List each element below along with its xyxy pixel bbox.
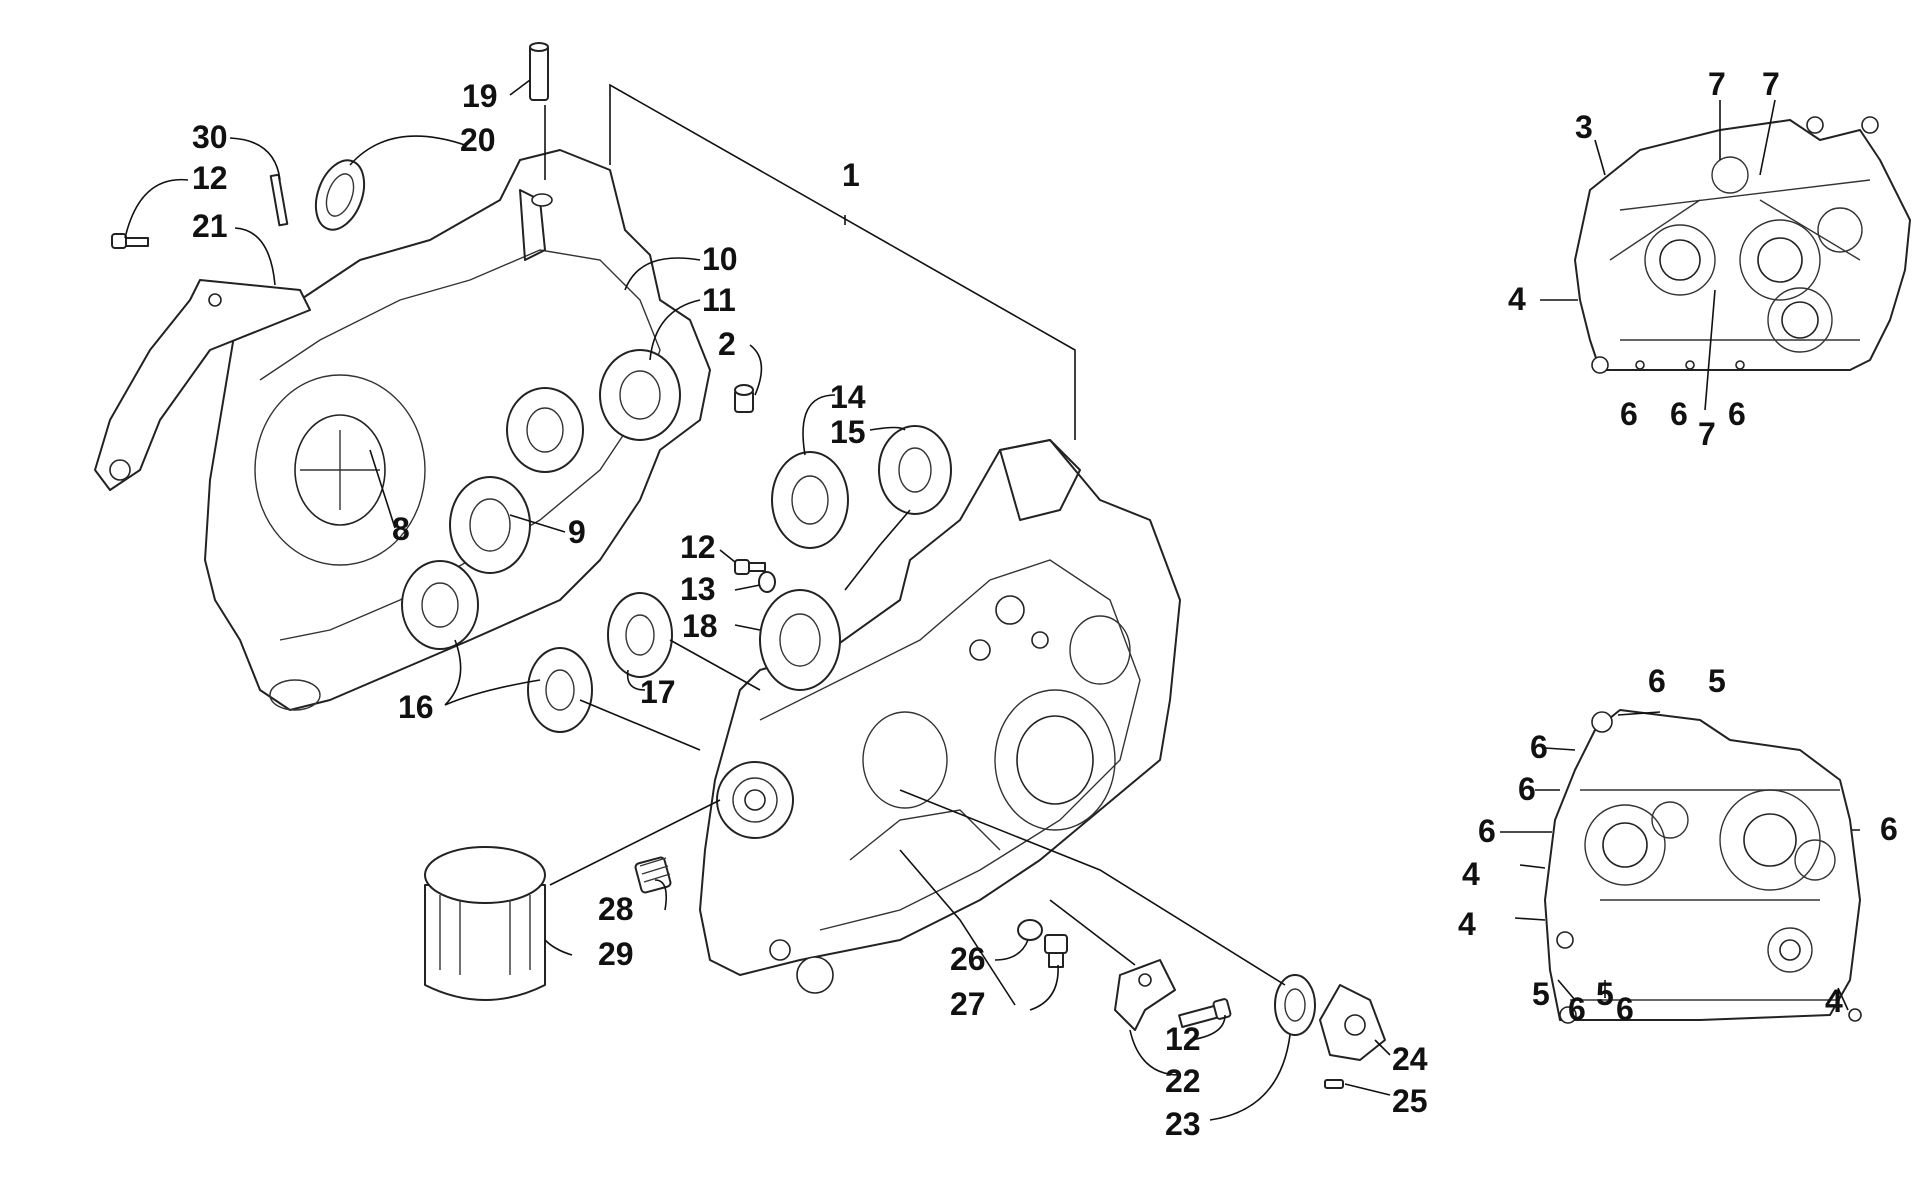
callout-29: 29 <box>598 936 634 972</box>
inset-top-callouts: 3 7 7 4 6 6 7 6 <box>1508 66 1780 452</box>
left-crankcase-half <box>204 149 711 711</box>
oil-filter <box>424 846 546 1001</box>
oil-seal-lower <box>1274 974 1316 1036</box>
callout-18: 18 <box>682 608 718 644</box>
filter-fitting <box>634 856 672 894</box>
callout-11: 11 <box>702 282 736 318</box>
callout-14: 14 <box>830 379 866 415</box>
callout-2: 2 <box>718 326 736 362</box>
stud <box>269 173 289 227</box>
inset-top-callout-3: 3 <box>1575 109 1593 145</box>
inset-bottom-callout-6-b1: 6 <box>1568 991 1586 1027</box>
inset-bottom-case-view <box>1544 709 1862 1024</box>
inset-bottom-callouts: 6 5 6 6 6 6 4 4 5 6 5 6 4 <box>1458 663 1898 1027</box>
right-crankcase-half <box>699 439 1181 994</box>
callout-12-top: 12 <box>192 160 228 196</box>
callout-23: 23 <box>1165 1106 1201 1142</box>
bolt-12-mid <box>734 559 766 575</box>
callout-12-bottom: 12 <box>1165 1021 1201 1057</box>
callout-9: 9 <box>568 514 586 550</box>
inset-top-callout-7a: 7 <box>1708 66 1726 102</box>
callout-28: 28 <box>598 891 634 927</box>
inset-bottom-callout-6-b2: 6 <box>1616 991 1634 1027</box>
callout-labels: 1 2 8 9 10 11 12 12 12 13 14 15 16 17 18… <box>192 78 1428 1142</box>
callout-17: 17 <box>640 674 676 710</box>
inset-bottom-callout-4-l2: 4 <box>1458 906 1476 942</box>
dowel-pin-top <box>529 42 549 101</box>
cover-plate <box>1114 959 1176 1031</box>
callout-13: 13 <box>680 571 716 607</box>
inset-top-callout-7b: 7 <box>1762 66 1780 102</box>
callout-25: 25 <box>1392 1083 1428 1119</box>
inset-bottom-callout-6-l3: 6 <box>1478 813 1496 849</box>
callout-22: 22 <box>1165 1063 1201 1099</box>
callout-15: 15 <box>830 414 866 450</box>
bearing-16 <box>527 647 593 733</box>
washer-26 <box>1017 919 1043 941</box>
washer-13 <box>758 571 776 593</box>
inset-bottom-callout-4-l1: 4 <box>1462 856 1480 892</box>
leader-lines <box>124 79 1391 1121</box>
screw-25 <box>1324 1079 1344 1089</box>
oil-seal-upper <box>314 159 366 231</box>
inset-bottom-callout-6-l1: 6 <box>1530 729 1548 765</box>
bearing-14 <box>771 451 849 549</box>
inset-bottom-callout-6-l2: 6 <box>1518 771 1536 807</box>
bearing-18 <box>759 589 841 691</box>
callout-21: 21 <box>192 208 228 244</box>
callout-1: 1 <box>842 157 860 193</box>
inset-top-callout-6b: 6 <box>1670 396 1688 432</box>
inset-bottom-callout-6-right: 6 <box>1880 811 1898 847</box>
inset-bottom-callout-4-b: 4 <box>1825 983 1843 1019</box>
bearing-15 <box>878 425 952 515</box>
callout-10: 10 <box>702 241 738 277</box>
inset-top-callout-7c: 7 <box>1698 416 1716 452</box>
callout-27: 27 <box>950 986 986 1022</box>
bearing-17 <box>607 592 673 678</box>
inset-top-callout-6a: 6 <box>1620 396 1638 432</box>
callout-12-mid: 12 <box>680 529 716 565</box>
callout-26: 26 <box>950 941 986 977</box>
inset-top-case-view <box>1574 116 1911 374</box>
inset-top-callout-6c: 6 <box>1728 396 1746 432</box>
bolt-top-left <box>111 233 149 249</box>
callout-8: 8 <box>392 511 410 547</box>
callout-24: 24 <box>1392 1041 1428 1077</box>
drain-plug-27 <box>1044 934 1068 968</box>
callout-16: 16 <box>398 689 434 725</box>
inset-bottom-callout-5-b1: 5 <box>1532 976 1550 1012</box>
callout-19: 19 <box>462 78 498 114</box>
bolt-12-bottom <box>1178 998 1232 1028</box>
inset-bottom-callout-5-top: 5 <box>1708 663 1726 699</box>
bracket <box>94 279 311 491</box>
callout-30: 30 <box>192 119 228 155</box>
dowel-pin-2 <box>734 384 754 413</box>
inset-bottom-callout-6-top: 6 <box>1648 663 1666 699</box>
inset-top-callout-4: 4 <box>1508 281 1526 317</box>
callout-20: 20 <box>460 122 496 158</box>
